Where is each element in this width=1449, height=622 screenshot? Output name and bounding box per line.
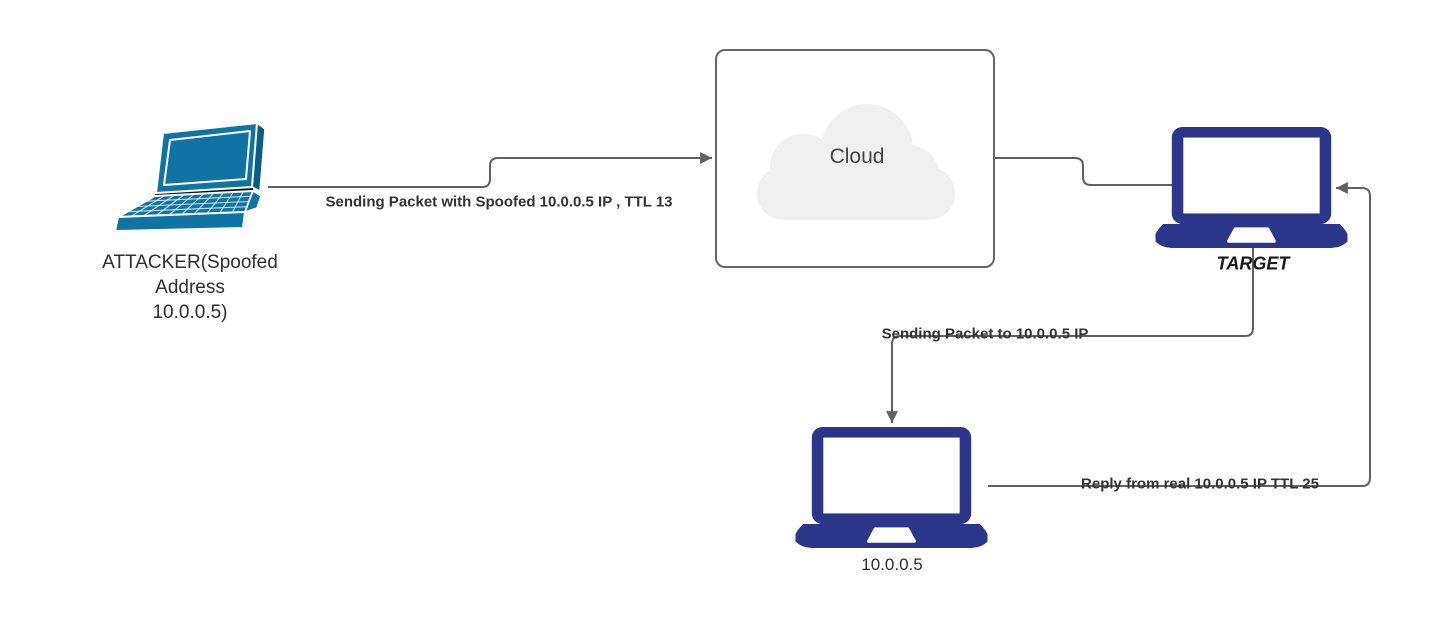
- cloud-node[interactable]: Cloud: [715, 49, 995, 268]
- attacker-label-line2: Address: [155, 277, 225, 298]
- edge-real-host-to-target[interactable]: [988, 182, 1371, 487]
- edge-target-to-real-host[interactable]: [886, 247, 1254, 423]
- edge-cloud-to-target[interactable]: [995, 157, 1173, 186]
- attacker-label-line1: ATTACKER(Spoofed: [102, 252, 278, 273]
- attacker-laptop-icon[interactable]: [110, 120, 270, 232]
- edge-label-real-host-to-target: Reply from real 10.0.0.5 IP TTL 25: [1081, 475, 1319, 493]
- cloud-label: Cloud: [829, 145, 885, 168]
- attacker-label: ATTACKER(Spoofed Address 10.0.0.5): [102, 250, 278, 325]
- attacker-label-line3: 10.0.0.5): [152, 302, 228, 323]
- edge-attacker-to-cloud[interactable]: [268, 152, 712, 188]
- edge-label-attacker-to-cloud: Sending Packet with Spoofed 10.0.0.5 IP …: [325, 193, 673, 211]
- target-laptop-icon[interactable]: [1155, 127, 1348, 248]
- cloud-icon: [757, 104, 955, 220]
- real-host-label: 10.0.0.5: [861, 555, 923, 574]
- edge-label-target-to-real-host: Sending Packet to 10.0.0.5 IP: [881, 325, 1089, 343]
- real-host-laptop-icon[interactable]: [795, 427, 988, 548]
- target-label: TARGET: [1216, 253, 1290, 274]
